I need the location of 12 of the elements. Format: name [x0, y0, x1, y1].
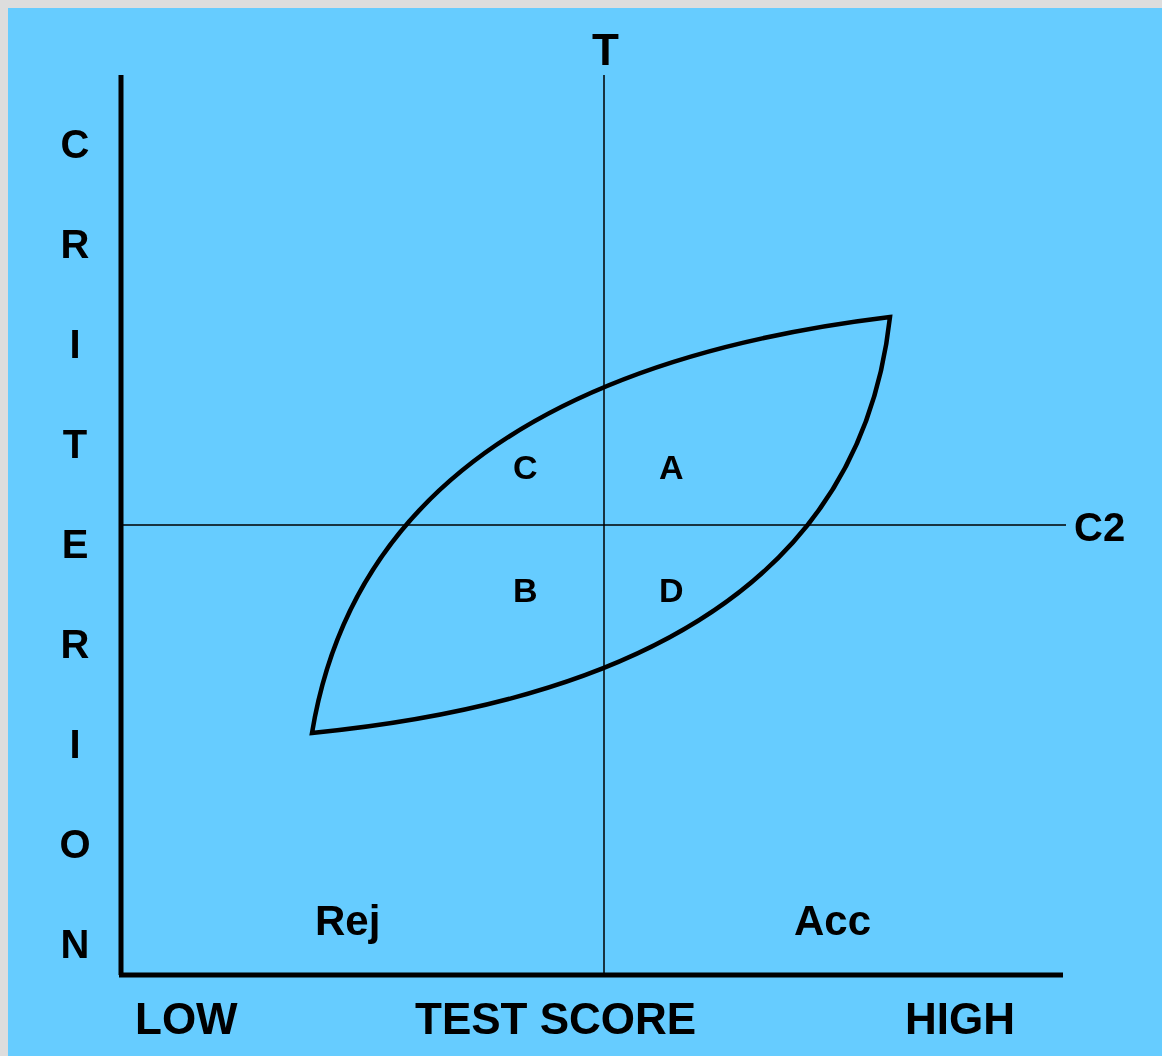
region-label: Acc: [794, 900, 872, 942]
axis-label: LOW: [135, 997, 238, 1041]
axis-title: TEST SCORE: [415, 997, 697, 1041]
quadrant-label: C: [513, 450, 538, 484]
quadrant-label: B: [513, 573, 538, 607]
quadrant-label: D: [659, 573, 684, 607]
quadrant-label: A: [659, 450, 684, 484]
region-label: Rej: [315, 900, 381, 942]
axis-label: C2: [1074, 507, 1126, 547]
axis-label: HIGH: [905, 997, 1015, 1041]
axis-title: CRITERION: [55, 122, 95, 1022]
axis-label: T: [592, 28, 619, 72]
